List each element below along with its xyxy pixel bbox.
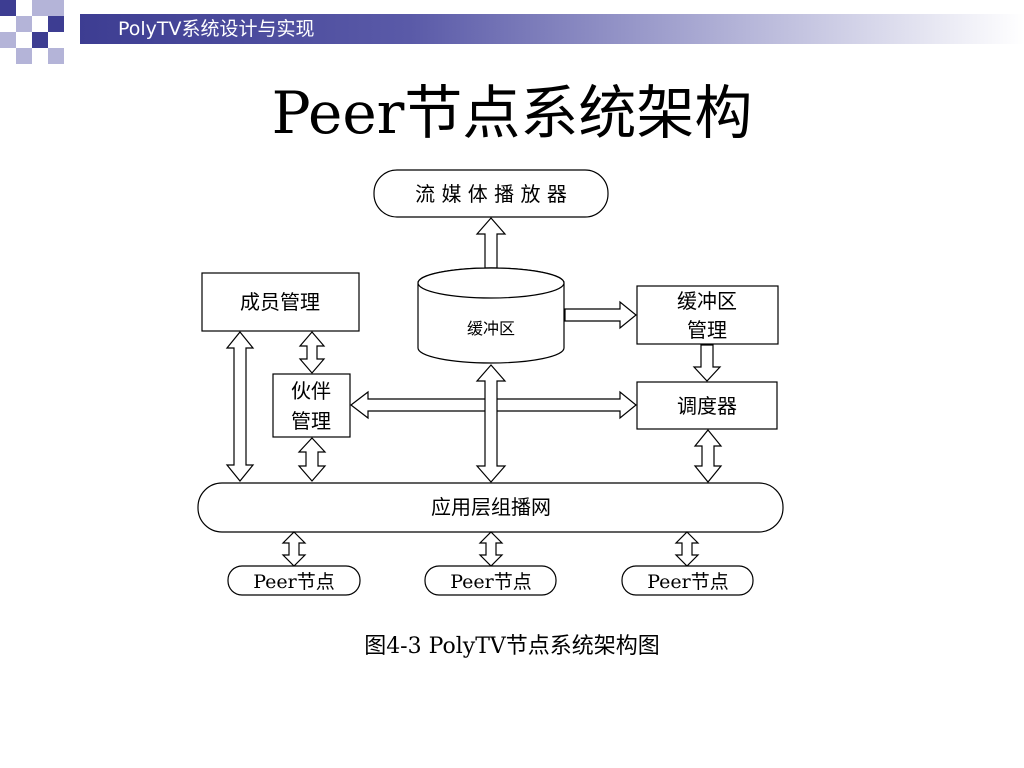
- buffer-mgmt-label-line1: 缓冲区: [677, 289, 737, 313]
- figure-caption: 图4-3 PolyTV节点系统架构图: [364, 634, 660, 659]
- member-mgmt-box: [201, 272, 360, 332]
- header-title: PolyTV系统设计与实现: [118, 18, 315, 40]
- partner-mgmt-label-line2: 管理: [291, 409, 331, 433]
- peer-node-label: Peer节点: [253, 571, 335, 593]
- arrow-buffer-to-buffer-mgmt: [564, 300, 637, 330]
- scheduler-box: [636, 381, 778, 430]
- buffer-mgmt-box: [636, 285, 779, 345]
- header-square: [48, 16, 64, 32]
- member-mgmt-label: 成员管理: [240, 290, 320, 314]
- arrow-buffer-mgmt-to-scheduler: [692, 344, 722, 382]
- header-square: [48, 48, 64, 64]
- header-band: [80, 14, 1024, 44]
- buffer-store-label: 缓冲区: [467, 319, 515, 338]
- arrow-member-mgmt-overlay: [225, 331, 255, 482]
- header-square: [16, 16, 32, 32]
- overlay-label: 应用层组播网: [431, 495, 551, 519]
- header-square: [16, 48, 32, 64]
- buffer-cylinder-top: [417, 267, 565, 299]
- peer-node-box: [424, 565, 557, 596]
- arrow-buffer-overlay: [475, 364, 507, 483]
- partner-mgmt-label-line1: 伙伴: [291, 379, 331, 403]
- arrow-overlay-peer-3: [674, 531, 700, 567]
- arrow-partner-overlay: [297, 437, 327, 482]
- arrow-member-partner: [298, 331, 326, 374]
- arrow-overlay-peer-2: [478, 531, 504, 567]
- buffer-mgmt-label-line2: 管理: [687, 318, 727, 342]
- arrow-overlay-peer-1: [281, 531, 307, 567]
- peer-node-label: Peer节点: [647, 571, 729, 593]
- arrow-scheduler-overlay: [693, 429, 723, 483]
- player-label: 流 媒 体 播 放 器: [415, 182, 567, 206]
- arrow-buffer-to-player: [475, 217, 507, 269]
- peer-node-box: [621, 565, 754, 596]
- peer-node-label: Peer节点: [450, 571, 532, 593]
- peer-node-box: [227, 565, 361, 596]
- header-square: [0, 0, 16, 16]
- header-square: [48, 0, 64, 16]
- slide-header: PolyTV系统设计与实现: [0, 0, 1024, 64]
- header-square: [0, 32, 16, 48]
- page-title: Peer节点系统架构: [271, 79, 753, 147]
- header-square: [32, 0, 48, 16]
- scheduler-label: 调度器: [677, 394, 737, 418]
- player-box: [373, 169, 609, 218]
- partner-mgmt-box: [272, 373, 351, 438]
- header-square: [32, 32, 48, 48]
